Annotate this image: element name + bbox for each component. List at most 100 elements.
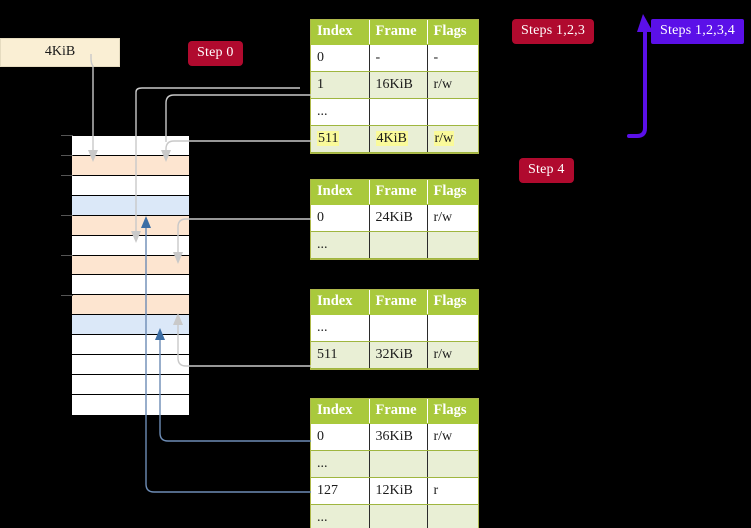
memory-frame-row — [72, 375, 189, 396]
memory-frame-row — [72, 195, 189, 216]
table-cell-flags: r/w — [426, 125, 478, 153]
column-header-flags: Flags — [427, 20, 478, 45]
wire-recursive-violet — [627, 28, 647, 138]
frame-size-label: 4KiB — [0, 38, 120, 67]
wire-gray-descend-a — [135, 87, 300, 93]
table-cell-flags: r/w — [426, 204, 478, 232]
memory-tick — [61, 255, 73, 256]
memory-frame-row — [72, 155, 189, 176]
table-cell-flags: r/w — [426, 423, 478, 451]
column-header-frame: Frame — [369, 290, 428, 315]
table-cell-frame: - — [368, 44, 427, 72]
column-header-index: Index — [311, 399, 370, 424]
table-cell-index: ... — [311, 314, 369, 342]
memory-frame-row — [72, 295, 189, 316]
column-header-index: Index — [311, 180, 370, 205]
memory-tick — [61, 135, 73, 136]
table-cell-frame — [368, 98, 427, 126]
column-header-frame: Frame — [369, 20, 428, 45]
wire-pdpt-0-to-memory — [177, 218, 311, 252]
memory-frame-row — [72, 275, 189, 296]
memory-frame-row — [72, 315, 189, 336]
memory-tick — [61, 175, 73, 176]
column-header-flags: Flags — [427, 180, 478, 205]
memory-frame-row — [72, 335, 189, 356]
column-header-flags: Flags — [427, 399, 478, 424]
wire-pd-511-to-memory — [177, 325, 311, 367]
table-row: ... — [311, 231, 478, 259]
table-cell-frame — [368, 504, 427, 528]
table-cell-flags — [426, 504, 478, 528]
column-header-frame: Frame — [369, 399, 428, 424]
memory-frame-row — [72, 175, 189, 196]
memory-frame-row — [72, 355, 189, 376]
table-cell-index: ... — [311, 504, 369, 528]
table-cell-index: ... — [311, 450, 369, 478]
table-row: 0-- — [311, 44, 478, 72]
table-cell-index: ... — [311, 98, 369, 126]
table-cell-index: 0 — [311, 204, 369, 232]
column-header-frame: Frame — [369, 180, 428, 205]
table-cell-frame: 32KiB — [368, 341, 427, 369]
memory-frame-row — [72, 235, 189, 256]
table-cell-index: 511 — [311, 125, 369, 153]
table-cell-index: 0 — [311, 44, 369, 72]
table-cell-frame — [368, 231, 427, 259]
table-cell-index: 0 — [311, 423, 369, 451]
step-0-badge: Step 0 — [188, 41, 243, 66]
table-cell-flags — [426, 450, 478, 478]
table-cell-flags — [426, 98, 478, 126]
memory-frame-row — [72, 395, 189, 415]
table-cell-frame — [368, 314, 427, 342]
table-cell-flags: - — [426, 44, 478, 72]
table-row: ... — [311, 314, 478, 342]
table-cell-frame — [368, 450, 427, 478]
physical-memory-bar — [71, 135, 190, 416]
table-cell-flags — [426, 314, 478, 342]
column-header-index: Index — [311, 290, 370, 315]
table-row: ... — [311, 450, 478, 478]
table-cell-flags: r — [426, 477, 478, 505]
table-cell-index: 1 — [311, 71, 369, 99]
steps-1234-badge: Steps 1,2,3,4 — [651, 19, 744, 44]
table-cell-index: ... — [311, 231, 369, 259]
memory-frame-row — [72, 136, 189, 156]
table-cell-flags: r/w — [426, 71, 478, 99]
table-cell-frame: 36KiB — [368, 423, 427, 451]
memory-tick — [61, 155, 73, 156]
memory-tick — [61, 295, 73, 296]
column-header-index: Index — [311, 20, 370, 45]
step-4-badge: Step 4 — [519, 158, 574, 183]
table-cell-flags: r/w — [426, 341, 478, 369]
memory-frame-row — [72, 255, 189, 276]
table-cell-frame: 4KiB — [368, 125, 427, 153]
table-cell-frame: 16KiB — [368, 71, 427, 99]
table-cell-index: 511 — [311, 341, 369, 369]
steps-123-badge: Steps 1,2,3 — [512, 19, 595, 44]
memory-tick — [61, 215, 73, 216]
table-cell-frame: 12KiB — [368, 477, 427, 505]
memory-frame-row — [72, 215, 189, 236]
table-row: ... — [311, 98, 478, 126]
table-row: ... — [311, 504, 478, 528]
table-cell-flags — [426, 231, 478, 259]
